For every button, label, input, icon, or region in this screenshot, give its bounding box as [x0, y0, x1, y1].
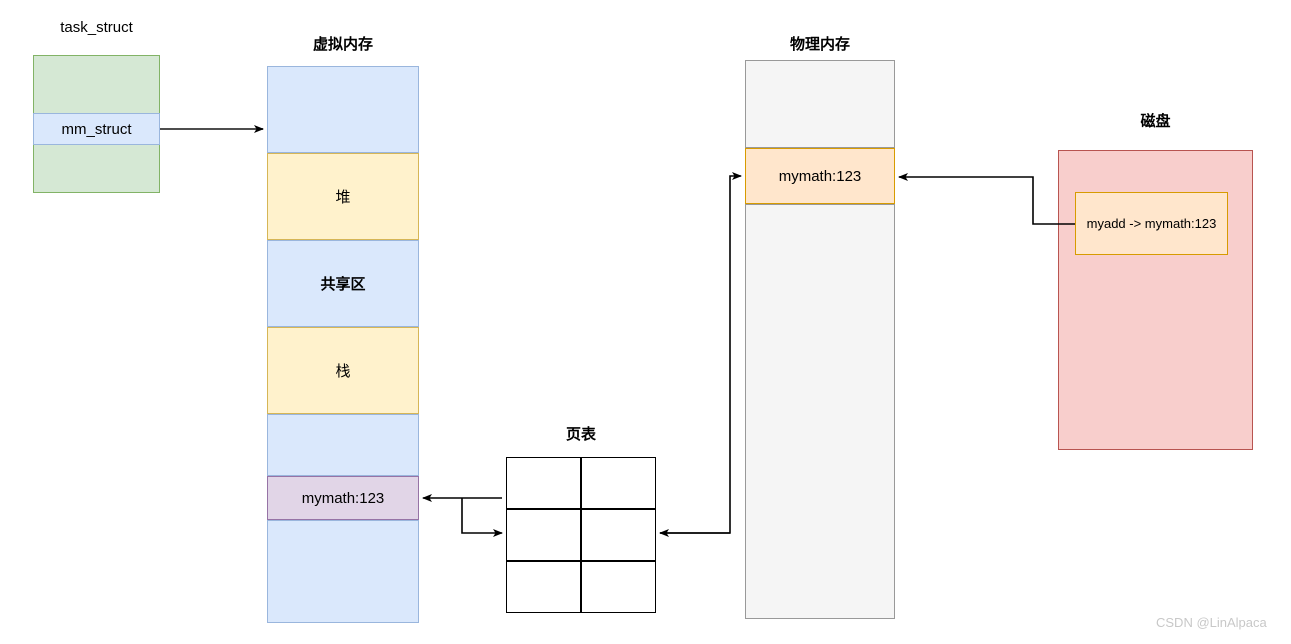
- page-table-cell[interactable]: [506, 509, 581, 561]
- arrow-page-table-to-physical-memory: [660, 172, 742, 534]
- page-table-title: 页表: [565, 426, 596, 443]
- virtual-memory-segment-label: mymath:123: [301, 489, 385, 507]
- page-table-cell[interactable]: [581, 561, 656, 613]
- virtual-memory-segment-label: 共享区: [320, 276, 366, 293]
- disk-title: 磁盘: [1140, 113, 1171, 130]
- virtual-memory-segment-bottom-blank: [267, 520, 419, 623]
- physical-memory-segment-label: mymath:123: [778, 167, 862, 185]
- page-table-cell[interactable]: [506, 561, 581, 613]
- physical-memory-segment-upper-blank: [745, 60, 895, 148]
- disk-entry-label: myadd -> mymath:123: [1086, 216, 1217, 231]
- virtual-memory-segment-label: 栈: [335, 363, 351, 380]
- physical-memory-title: 物理内存: [789, 36, 850, 53]
- virtual-memory-segment-gap-blank: [267, 414, 419, 476]
- page-table-cell[interactable]: [506, 457, 581, 509]
- physical-memory-segment-mymath-frame[interactable]: mymath:123: [745, 148, 895, 204]
- page-table-cell[interactable]: [581, 509, 656, 561]
- virtual-memory-segment-heap: 堆: [267, 153, 419, 240]
- arrow-virtual-memory-to-page-table: [461, 498, 503, 537]
- virtual-memory-title: 虚拟内存: [312, 36, 373, 53]
- virtual-memory-segment-mymath-mapping[interactable]: mymath:123: [267, 476, 419, 520]
- disk-entry-mymath[interactable]: myadd -> mymath:123: [1075, 192, 1228, 255]
- virtual-memory-segment-stack: 栈: [267, 327, 419, 414]
- virtual-memory-segment-label: 堆: [335, 189, 351, 206]
- task-struct-title: task_struct: [60, 19, 133, 36]
- physical-memory-segment-lower-blank: [745, 204, 895, 619]
- virtual-memory-segment-top-blank: [267, 66, 419, 153]
- page-table-cell[interactable]: [581, 457, 656, 509]
- watermark: CSDN @LinAlpaca: [1156, 615, 1267, 630]
- mm-struct-label: mm_struct: [61, 120, 132, 138]
- arrow-disk-to-physical-memory: [898, 173, 1075, 225]
- mm-struct-field[interactable]: mm_struct: [33, 113, 160, 145]
- virtual-memory-segment-shared-area: 共享区: [267, 240, 419, 327]
